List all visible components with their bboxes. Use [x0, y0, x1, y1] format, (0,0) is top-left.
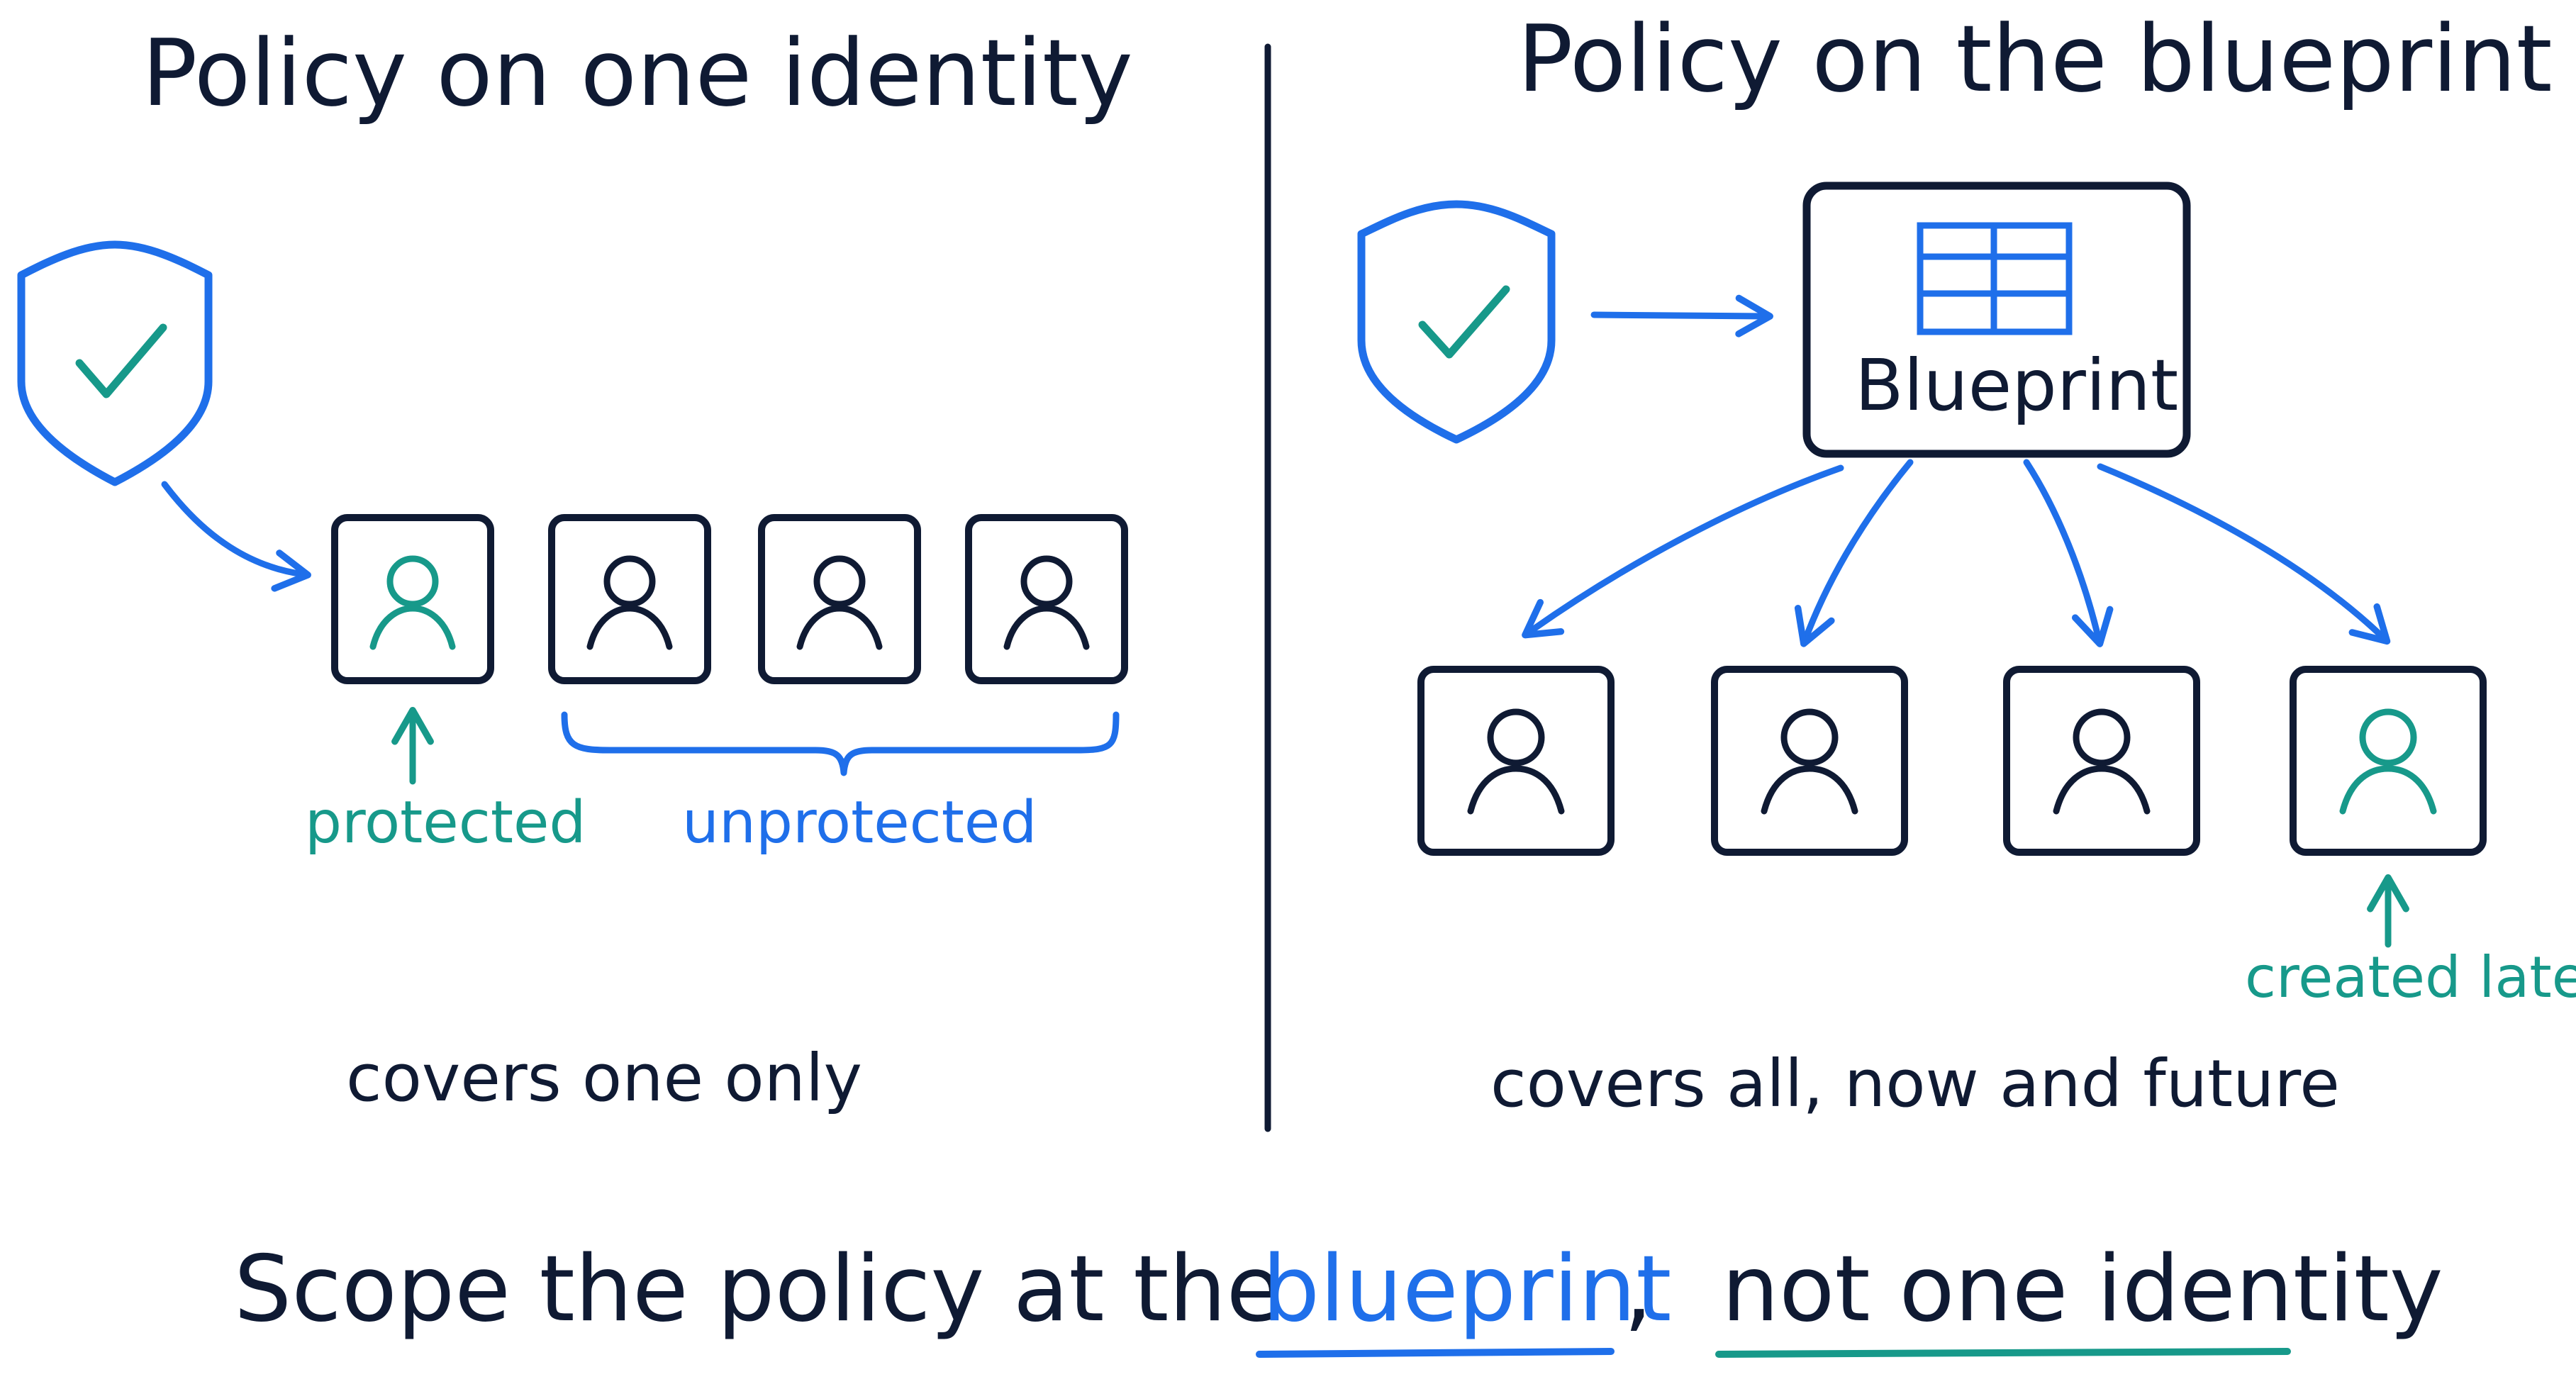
identity-box-covered-3: [2003, 666, 2200, 856]
user-icon: [2339, 708, 2437, 815]
blueprint-label: Blueprint: [1855, 344, 2178, 427]
user-icon: [2053, 708, 2151, 815]
right-shield-icon: [1357, 200, 1556, 444]
right-title: Policy on the blueprint: [1517, 5, 2553, 113]
footer-summary: Scope the policy at the blueprint , not …: [234, 1237, 2443, 1358]
identity-box-protected: [331, 514, 494, 684]
blueprint-underline: [1256, 1348, 1615, 1358]
left-shield-icon: [17, 240, 213, 486]
identity-box-unprotected-2: [758, 514, 921, 684]
blueprint-arrow-3: [2023, 459, 2114, 647]
footer-highlight-not-one-identity: not one identity: [1722, 1237, 2443, 1342]
right-caption: covers all, now and future: [1490, 1046, 2340, 1122]
user-icon: [1003, 555, 1090, 650]
blueprint-arrow-2: [1794, 459, 1914, 647]
left-policy-arrow: [161, 481, 311, 592]
left-title: Policy on one identity: [142, 19, 1133, 127]
user-icon: [369, 555, 456, 650]
unprotected-label: unprotected: [682, 789, 1037, 857]
user-icon: [586, 555, 673, 650]
right-policy-arrow: [1590, 294, 1774, 338]
created-later-label: created later: [2245, 944, 2576, 1010]
identity-box-unprotected-1: [548, 514, 711, 684]
grid-icon: [1917, 222, 2073, 335]
footer-separator: ,: [1624, 1237, 1653, 1342]
blueprint-arrow-4: [2097, 463, 2391, 645]
blueprint-box: Blueprint: [1802, 182, 2191, 458]
identity-box-covered-2: [1711, 666, 1908, 856]
footer-text-start: Scope the policy at the: [234, 1237, 1282, 1342]
user-icon: [796, 555, 883, 650]
not-one-identity-underline: [1715, 1348, 2291, 1358]
user-icon: [1467, 708, 1565, 815]
protected-label: protected: [305, 789, 586, 857]
left-caption: covers one only: [346, 1040, 862, 1116]
unprotected-brace: [561, 711, 1120, 776]
identity-box-covered-1: [1417, 666, 1615, 856]
blueprint-arrow-1: [1522, 464, 1844, 639]
user-icon: [1761, 708, 1858, 815]
identity-box-created-later: [2290, 666, 2487, 856]
footer-highlight-blueprint: blueprint: [1262, 1237, 1671, 1342]
identity-box-unprotected-3: [965, 514, 1128, 684]
